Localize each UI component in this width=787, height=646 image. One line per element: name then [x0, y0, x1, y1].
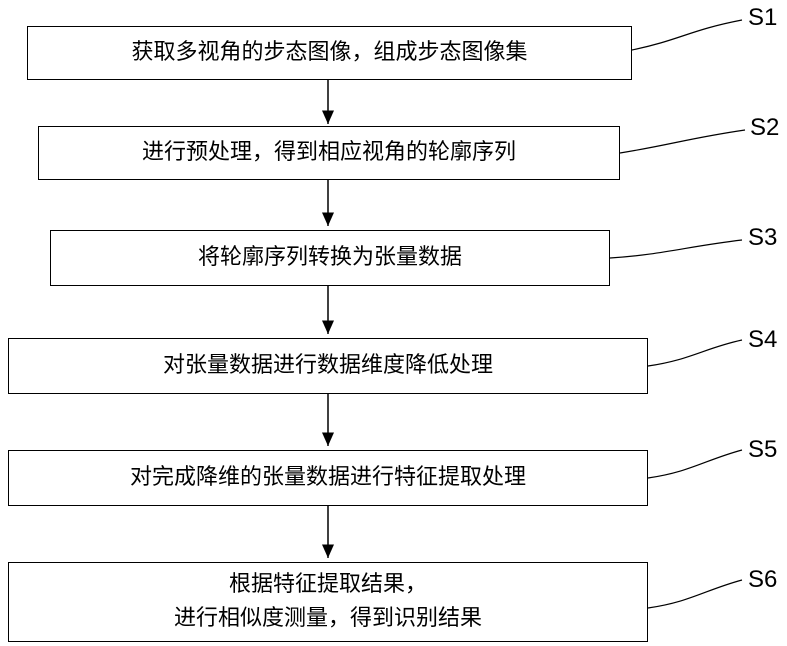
step-box-s6: 根据特征提取结果， 进行相似度测量，得到识别结果: [8, 562, 648, 642]
step-box-s3: 将轮廓序列转换为张量数据: [50, 230, 610, 286]
step-s5-line-1: 对完成降维的张量数据进行特征提取处理: [130, 461, 526, 495]
step-s4-line-1: 对张量数据进行数据维度降低处理: [163, 349, 493, 383]
step-box-s5: 对完成降维的张量数据进行特征提取处理: [8, 450, 648, 506]
step-tag-s5: S5: [748, 436, 777, 464]
step-box-s4: 对张量数据进行数据维度降低处理: [8, 338, 648, 394]
step-s3-line-1: 将轮廓序列转换为张量数据: [198, 241, 462, 275]
callout-s3: [610, 240, 742, 258]
callout-s2: [620, 130, 745, 153]
step-s6-line-1: 根据特征提取结果，: [229, 568, 427, 602]
step-tag-s6: S6: [748, 566, 777, 594]
step-box-s2: 进行预处理，得到相应视角的轮廓序列: [38, 126, 620, 180]
step-tag-s1: S1: [748, 4, 777, 32]
step-s2-line-1: 进行预处理，得到相应视角的轮廓序列: [142, 136, 516, 170]
callout-s6: [648, 580, 742, 608]
callout-s1: [632, 20, 742, 50]
step-tag-s3: S3: [748, 224, 777, 252]
step-box-s1: 获取多视角的步态图像，组成步态图像集: [27, 26, 632, 80]
callout-s4: [648, 340, 742, 366]
step-s1-line-1: 获取多视角的步态图像，组成步态图像集: [131, 36, 527, 70]
step-tag-s4: S4: [748, 326, 777, 354]
callout-s5: [648, 450, 742, 478]
step-s6-line-2: 进行相似度测量，得到识别结果: [174, 602, 482, 636]
step-tag-s2: S2: [750, 114, 779, 142]
